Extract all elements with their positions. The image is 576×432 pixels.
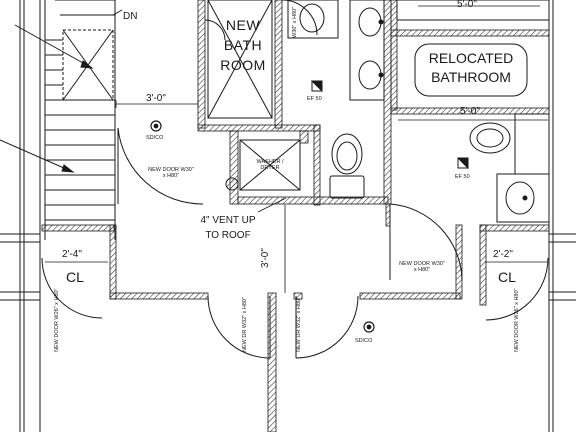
door-label-relocated-bath: NEW DOOR W30" x H80" [399, 261, 445, 273]
door-label-closet-right: NEW DOOR W26" x H80" [514, 288, 520, 353]
room-name-relocated-bathroom: RELOCATED BATHROOM [428, 50, 514, 85]
vent-leader [257, 197, 287, 213]
bath-sink [287, 0, 339, 39]
toilet-bath [329, 133, 365, 199]
door-label-bedroom-left: NEW DR W32" x H80" [242, 297, 248, 352]
dimension-relocated-width: 5'-0" [460, 106, 480, 117]
dimension-top-right: 5'-0" [457, 0, 477, 10]
double-vanity [349, 0, 385, 101]
washer-dryer [225, 139, 301, 191]
dimension-lines [45, 5, 548, 293]
smoke-detectors [150, 120, 375, 333]
washer-dryer-label: WASHER / DRYER [256, 159, 284, 171]
smoke-detector-label-right: SD/CO [355, 338, 373, 344]
shower [207, 0, 273, 119]
exhaust-fan-label-right: EF 50 [455, 174, 470, 180]
closet-label-left: CL [66, 269, 84, 285]
interior-walls [41, 0, 550, 432]
stair-direction-arrows [0, 9, 123, 173]
door-label-stair-bath: NEW DOOR W30" x H80" [148, 167, 194, 179]
dimension-stair-landing: 3'-0" [146, 93, 166, 104]
dimension-hall-vertical: 3'-0" [260, 248, 271, 268]
dimension-closet-right: 2'-2" [493, 249, 513, 260]
door-label-bath-top: W30" x H80" [292, 6, 298, 38]
room-name-new-bath: NEW BATH ROOM [220, 17, 266, 73]
door-label-closet-left: NEW DOOR W26" x H80" [54, 288, 60, 353]
vent-note: 4" VENT UP TO ROOF [200, 215, 256, 241]
closet-label-right: CL [498, 269, 516, 285]
exhaust-fans [310, 80, 469, 170]
exhaust-fan-label-left: EF 50 [307, 96, 322, 102]
stair-treads [45, 0, 115, 221]
smoke-detector-label-left: SD/CO [146, 135, 164, 141]
staircase [0, 0, 123, 240]
dimension-closet-left: 2'-4" [62, 249, 82, 260]
relocated-fixtures [396, 0, 550, 223]
stair-down-label: DN [123, 11, 138, 22]
door-label-bedroom-right: NEW DR W32" x H80" [296, 297, 302, 352]
